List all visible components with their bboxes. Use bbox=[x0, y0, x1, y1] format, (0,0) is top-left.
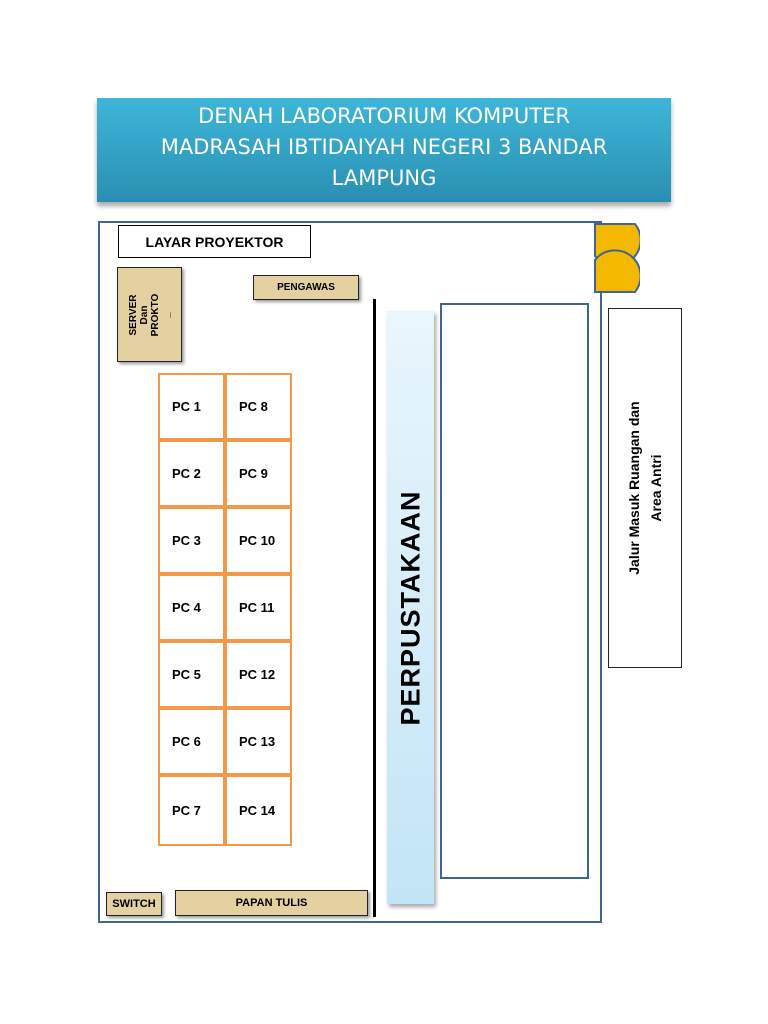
pc-desk-2: PC 2 bbox=[158, 440, 225, 507]
pc-desk-10: PC 10 bbox=[225, 507, 292, 574]
network-switch: SWITCH bbox=[106, 892, 162, 916]
title-line-1: DENAH LABORATORIUM KOMPUTER bbox=[198, 104, 570, 128]
pc-desk-11: PC 11 bbox=[225, 574, 292, 641]
whiteboard: PAPAN TULIS bbox=[175, 890, 368, 916]
page-title: DENAH LABORATORIUM KOMPUTER MADRASAH IBT… bbox=[97, 98, 671, 202]
pc-desk-9: PC 9 bbox=[225, 440, 292, 507]
pc-desk-7: PC 7 bbox=[158, 775, 225, 846]
library-label: PERPUSTAKAAN bbox=[395, 490, 425, 726]
pc-desk-4: PC 4 bbox=[158, 574, 225, 641]
pc-desk-8: PC 8 bbox=[225, 373, 292, 440]
supervisor-desk: PENGAWAS bbox=[253, 275, 359, 300]
projector-screen: LAYAR PROYEKTOR bbox=[118, 225, 311, 258]
entry-label: Jalur Masuk Ruangan dan Area Antri bbox=[626, 401, 664, 575]
door-icon bbox=[594, 223, 640, 293]
title-line-3: LAMPUNG bbox=[331, 166, 437, 190]
library-area: PERPUSTAKAAN bbox=[387, 311, 434, 904]
entry-queue-area: Jalur Masuk Ruangan dan Area Antri bbox=[608, 308, 682, 668]
server-label: SERVER Dan PROKTO _ bbox=[127, 293, 172, 336]
lab-room-outline bbox=[98, 221, 602, 923]
title-line-2: MADRASAH IBTIDAIYAH NEGERI 3 BANDAR bbox=[160, 135, 608, 159]
room-divider-wall bbox=[373, 299, 376, 917]
pc-desk-5: PC 5 bbox=[158, 641, 225, 708]
pc-desk-12: PC 12 bbox=[225, 641, 292, 708]
pc-desk-1: PC 1 bbox=[158, 373, 225, 440]
pc-desk-6: PC 6 bbox=[158, 708, 225, 775]
pc-desk-13: PC 13 bbox=[225, 708, 292, 775]
pc-desk-3: PC 3 bbox=[158, 507, 225, 574]
server-desk: SERVER Dan PROKTO _ bbox=[117, 267, 182, 362]
library-shelf-area bbox=[440, 303, 589, 879]
pc-desk-14: PC 14 bbox=[225, 775, 292, 846]
